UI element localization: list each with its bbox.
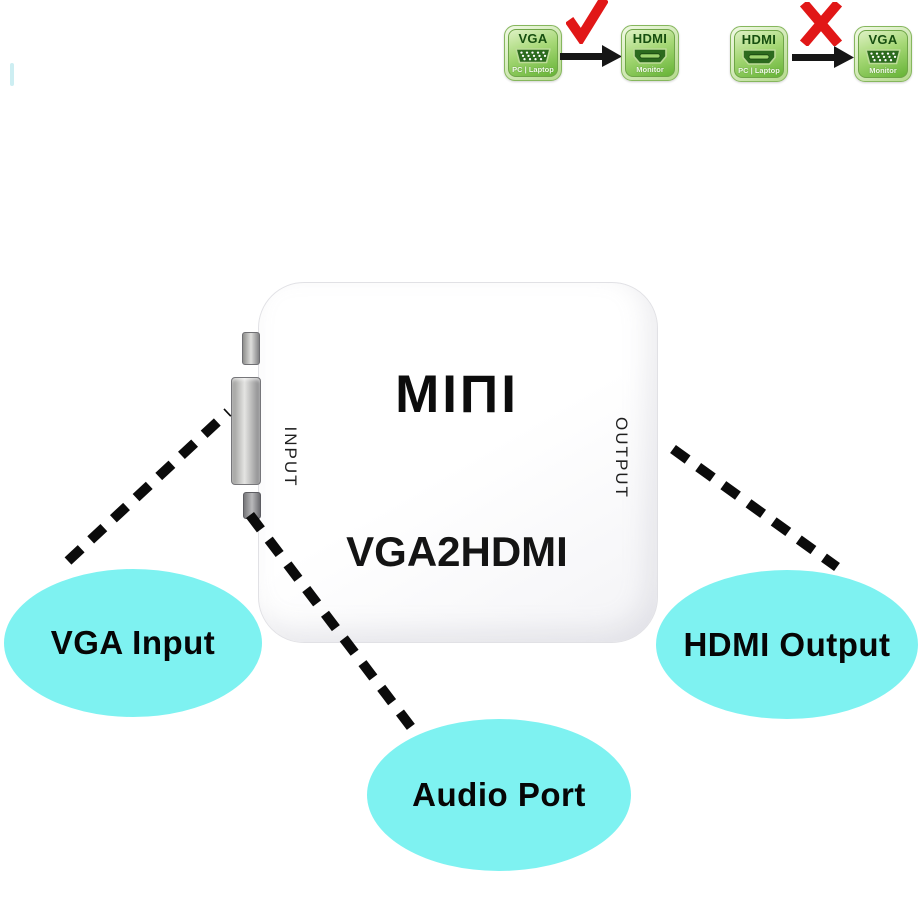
hdmi-connector-icon xyxy=(631,47,669,65)
arrow-right-icon xyxy=(560,45,622,67)
edge-artifact xyxy=(10,63,14,86)
port-icon-subtitle: Monitor xyxy=(636,65,664,74)
hdmi-connector-icon xyxy=(740,48,778,66)
vga-connector-icon xyxy=(864,48,902,66)
vga-screw-post-icon xyxy=(242,332,260,365)
diagram-correct-target-icon: HDMI Monitor xyxy=(621,25,679,81)
callout-audio-port: Audio Port xyxy=(367,719,631,871)
hdmi-icon: HDMI Monitor xyxy=(625,29,675,77)
converter-device xyxy=(258,282,658,643)
vga-icon: VGA Monitor xyxy=(858,30,908,78)
check-icon xyxy=(566,0,608,44)
callout-vga-input: VGA Input xyxy=(4,569,262,717)
port-icon-subtitle: PC | Laptop xyxy=(512,65,554,74)
device-model-text: VGA2HDMI xyxy=(346,528,568,575)
arrow-right-icon xyxy=(792,46,854,68)
dashed-line-hdmi-output xyxy=(670,444,840,572)
vga-connector-icon xyxy=(514,47,552,65)
port-icon-subtitle: PC | Laptop xyxy=(738,66,780,75)
port-icon-title: VGA xyxy=(868,32,898,47)
dashed-line-vga-input xyxy=(64,408,232,565)
callout-label: Audio Port xyxy=(412,776,586,813)
port-icon-title: VGA xyxy=(518,31,548,46)
callout-label: VGA Input xyxy=(50,624,216,661)
vga-connector xyxy=(231,377,261,485)
callout-hdmi-output: HDMI Output xyxy=(656,570,918,719)
port-icon-title: HDMI xyxy=(632,31,668,46)
diagram-incorrect-source-icon: HDMI PC | Laptop xyxy=(730,26,788,82)
diagram-correct-source-icon: VGA PC | Laptop xyxy=(504,25,562,81)
port-icon-title: HDMI xyxy=(741,32,777,47)
callout-label: HDMI Output xyxy=(683,625,891,663)
input-port-label: INPUT xyxy=(281,426,300,488)
port-icon-subtitle: Monitor xyxy=(869,66,897,75)
diagram-incorrect-target-icon: VGA Monitor xyxy=(854,26,912,82)
audio-jack-connector xyxy=(243,492,261,519)
device-brand-text: MIΠI xyxy=(395,365,519,424)
hdmi-icon: HDMI PC | Laptop xyxy=(734,30,784,78)
output-port-label: OUTPUT xyxy=(612,417,631,499)
vga-icon: VGA PC | Laptop xyxy=(508,29,558,77)
x-icon xyxy=(800,2,842,46)
